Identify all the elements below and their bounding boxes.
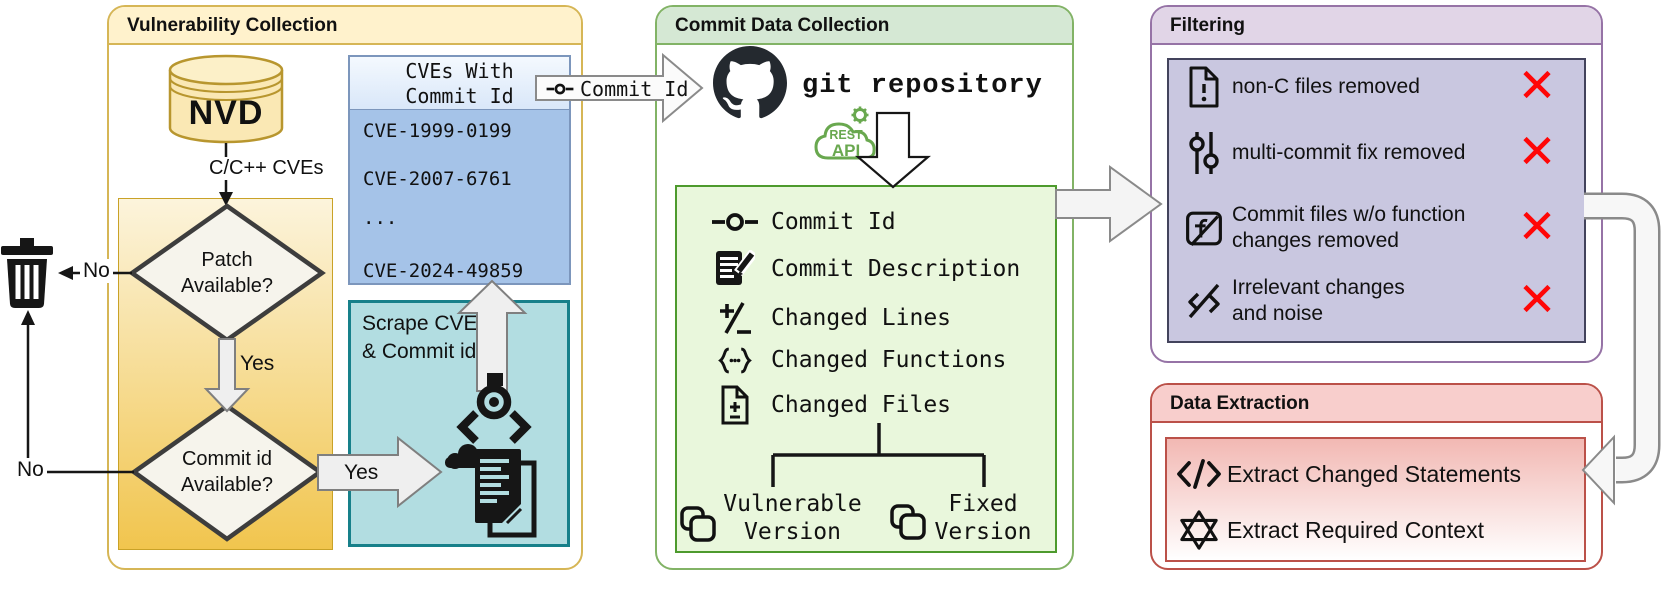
yes-label-down: Yes	[240, 352, 275, 375]
scrape-box: Scrape CVE & Commit id	[348, 300, 570, 547]
filter-row: multi-commit fix removed	[1169, 131, 1584, 175]
filter-label: multi-commit fix removed	[1232, 141, 1466, 164]
cves-edge-label: C/C++ CVEs	[206, 157, 327, 180]
no-function-icon	[1182, 209, 1226, 247]
commit-icon	[546, 83, 574, 95]
changed-lines-icon	[709, 301, 761, 335]
commit-available-label: Commit id Available?	[181, 448, 273, 496]
commit-data-row: Changed Files	[677, 383, 1055, 427]
panel-title: Vulnerability Collection	[127, 15, 338, 36]
filter-label: Commit files w/o function changes remove…	[1232, 203, 1466, 252]
fixed-version-label: Fixed Version	[934, 491, 1032, 545]
filter-row: Irrelevant changes and noise	[1169, 272, 1584, 330]
rest-api-label: REST API	[829, 128, 863, 161]
filter-row: non-C files removed	[1169, 66, 1584, 108]
copy-icon	[890, 504, 927, 547]
x-icon	[1520, 209, 1554, 248]
changed-files-icon	[709, 385, 761, 425]
filter-label: non-C files removed	[1232, 75, 1420, 98]
file-alert-icon	[1182, 66, 1226, 108]
extraction-steps-box: Extract Changed Statements Extract Requi…	[1165, 437, 1586, 562]
panel-title: Commit Data Collection	[675, 15, 890, 36]
trash-icon	[1, 238, 53, 308]
commit-data-box: Commit Id Commit Description Changed Lin…	[675, 185, 1057, 553]
commit-data-row: Commit Id	[677, 200, 1055, 244]
filter-label: Irrelevant changes and noise	[1232, 276, 1405, 325]
git-repository-label: git repository	[802, 71, 1043, 101]
cve-list-header: CVEs With Commit Id	[350, 57, 569, 110]
extraction-row: Extract Changed Statements	[1167, 454, 1584, 494]
commit-data-row: Changed Functions	[677, 338, 1055, 382]
cve-list-box: CVEs With Commit Id CVE-1999-0199 CVE-20…	[348, 55, 571, 285]
extraction-row: Extract Required Context	[1167, 510, 1584, 550]
commit-data-row: Commit Description	[677, 247, 1055, 291]
patch-available-label: Patch Available?	[181, 249, 273, 297]
panel-title: Filtering	[1170, 15, 1245, 36]
extraction-label: Extract Required Context	[1227, 516, 1484, 543]
no-label-patch: No	[80, 259, 113, 283]
commit-data-row: Changed Lines	[677, 296, 1055, 340]
cve-item: CVE-1999-0199	[363, 120, 512, 142]
commit-icon	[709, 212, 761, 232]
openai-icon	[1175, 509, 1223, 551]
sliders-icon	[1182, 130, 1226, 176]
changed-functions-icon	[709, 347, 761, 374]
x-icon	[1520, 68, 1554, 107]
cve-item: CVE-2007-6761	[363, 168, 512, 190]
filter-rules-box: non-C files removed multi-commit fix rem…	[1167, 58, 1586, 343]
cve-item-ellipsis: ...	[363, 207, 398, 229]
vulnerable-version-label: Vulnerable Version	[723, 491, 862, 545]
x-icon	[1520, 282, 1554, 321]
cve-header-line2: Commit Id	[405, 84, 514, 108]
no-label-commit: No	[14, 458, 47, 482]
nvd-label: NVD	[188, 94, 264, 132]
commit-description-icon	[709, 250, 761, 288]
yes-label-right: Yes	[344, 461, 379, 484]
cve-header-line1: CVEs With	[405, 59, 514, 83]
github-icon	[712, 46, 788, 125]
copy-icon	[680, 506, 717, 549]
x-icon	[1520, 134, 1554, 173]
irrelevant-changes-icon	[1182, 282, 1226, 320]
cve-item: CVE-2024-49859	[363, 260, 524, 282]
scrape-label: Scrape CVE & Commit id	[362, 312, 478, 363]
commit-id-arrow-label: Commit Id	[546, 77, 696, 101]
code-icon	[1175, 459, 1223, 489]
extraction-label: Extract Changed Statements	[1227, 460, 1522, 487]
panel-title: Data Extraction	[1170, 393, 1310, 414]
filter-row: Commit files w/o function changes remove…	[1169, 199, 1584, 257]
